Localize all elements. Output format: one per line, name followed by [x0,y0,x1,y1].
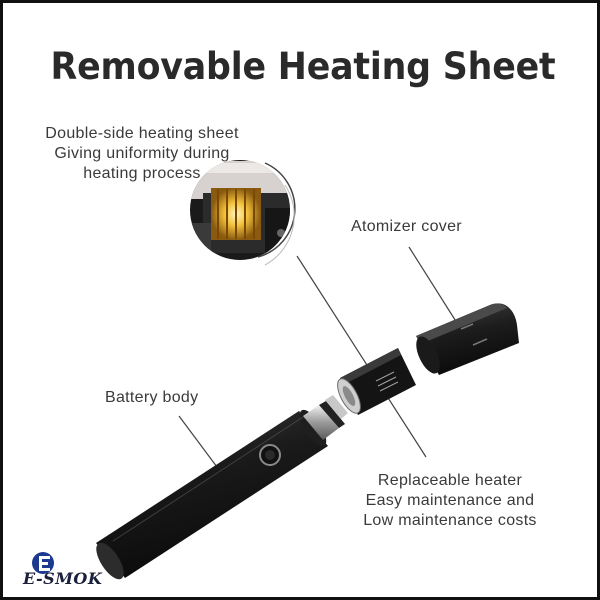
heater-leader-line [296,255,427,458]
heating-sheet-line-1: Double-side heating sheet [45,125,239,142]
brand-name: E-SMOK [23,569,103,588]
battery-body [96,395,348,580]
battery-leader-line [178,415,218,468]
atomizer-leader-line [408,246,458,324]
brand-logo-icon [32,552,54,574]
heating-sheet-line-3: heating process [83,165,201,182]
replaceable-heater [337,348,416,415]
replaceable-heater-line-1: Replaceable heater [377,472,523,489]
device-illustration [32,160,519,580]
atomizer-cover-label: Atomizer cover [351,218,462,235]
battery-body-label: Battery body [105,389,199,406]
atomizer-cover [416,303,519,375]
replaceable-heater-line-3: Low maintenance costs [363,512,537,529]
heating-sheet-callout: Double-side heating sheet Giving uniform… [36,124,248,184]
replaceable-heater-callout: Replaceable heater Easy maintenance and … [355,471,545,531]
heating-sheet-line-2: Giving uniformity during [54,145,230,162]
heating-sheet-closeup [190,160,296,266]
page-title: Removable Heating Sheet [50,45,556,88]
replaceable-heater-line-2: Easy maintenance and [365,492,535,509]
